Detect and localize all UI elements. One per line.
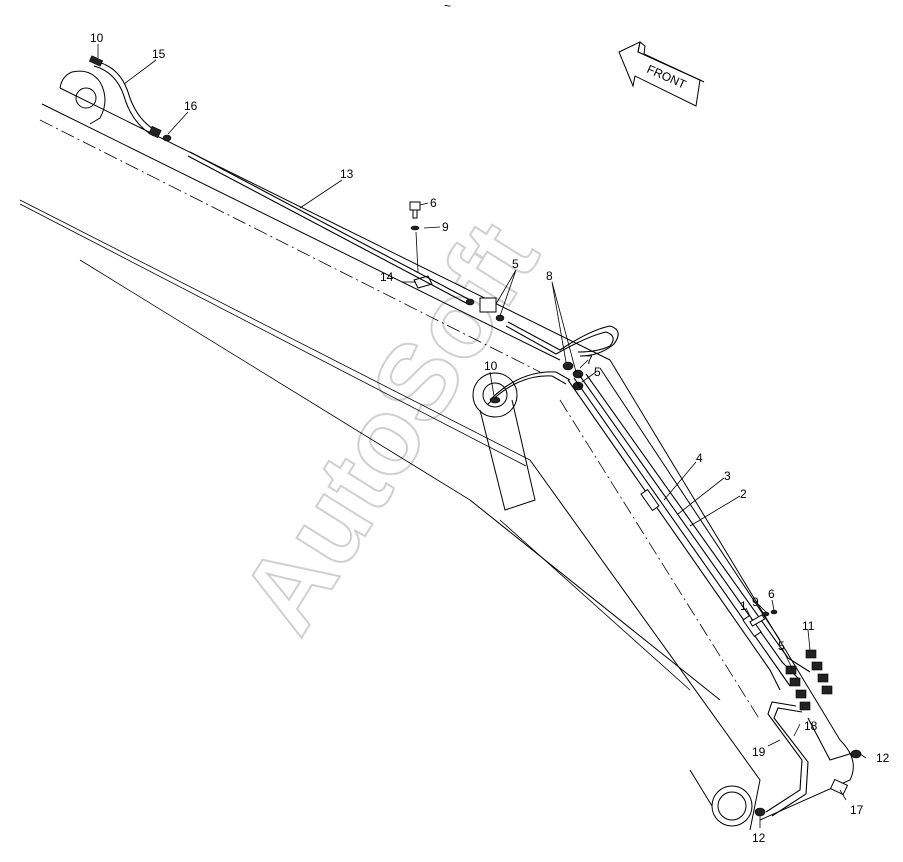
- boom-pipe-bundle: [567, 373, 811, 691]
- callout-4: 4: [696, 451, 703, 465]
- top-mark: ~: [444, 0, 451, 13]
- callout-10-middle: 10: [484, 359, 498, 373]
- callout-3: 3: [724, 469, 731, 483]
- callout-6-lower: 6: [768, 587, 775, 601]
- callout-10-top: 10: [90, 31, 104, 45]
- callout-15: 15: [152, 47, 166, 61]
- callout-16: 16: [184, 99, 198, 113]
- front-arrow-label: FRONT: [645, 62, 689, 92]
- lower-fittings: [754, 649, 862, 817]
- callout-labels: 10 15 16 13 6 9 14 5 8 10 7 5 4 3 2 1 9 …: [90, 31, 890, 845]
- callout-12-bottom: 12: [752, 831, 766, 845]
- callout-5-lower: 5: [778, 639, 785, 653]
- front-arrow: FRONT: [618, 41, 705, 107]
- callout-19: 19: [752, 745, 766, 759]
- callout-17: 17: [850, 803, 864, 817]
- callout-8: 8: [546, 269, 553, 283]
- middle-hose-assembly: [487, 321, 619, 405]
- callout-leaders: [97, 44, 867, 828]
- callout-13: 13: [340, 167, 354, 181]
- callout-18: 18: [804, 719, 818, 733]
- callout-5-middle: 5: [594, 365, 601, 379]
- upper-pipe-assembly: [88, 55, 505, 322]
- callout-14: 14: [380, 270, 394, 284]
- callout-5-upper: 5: [512, 257, 519, 271]
- callout-9-lower: 9: [752, 595, 759, 609]
- callout-2: 2: [740, 487, 747, 501]
- callout-11: 11: [802, 619, 815, 633]
- callout-1: 1: [740, 599, 747, 613]
- callout-9-top: 9: [442, 220, 449, 234]
- callout-6-top: 6: [430, 196, 437, 210]
- callout-12-right: 12: [876, 751, 890, 765]
- callout-7: 7: [586, 353, 593, 367]
